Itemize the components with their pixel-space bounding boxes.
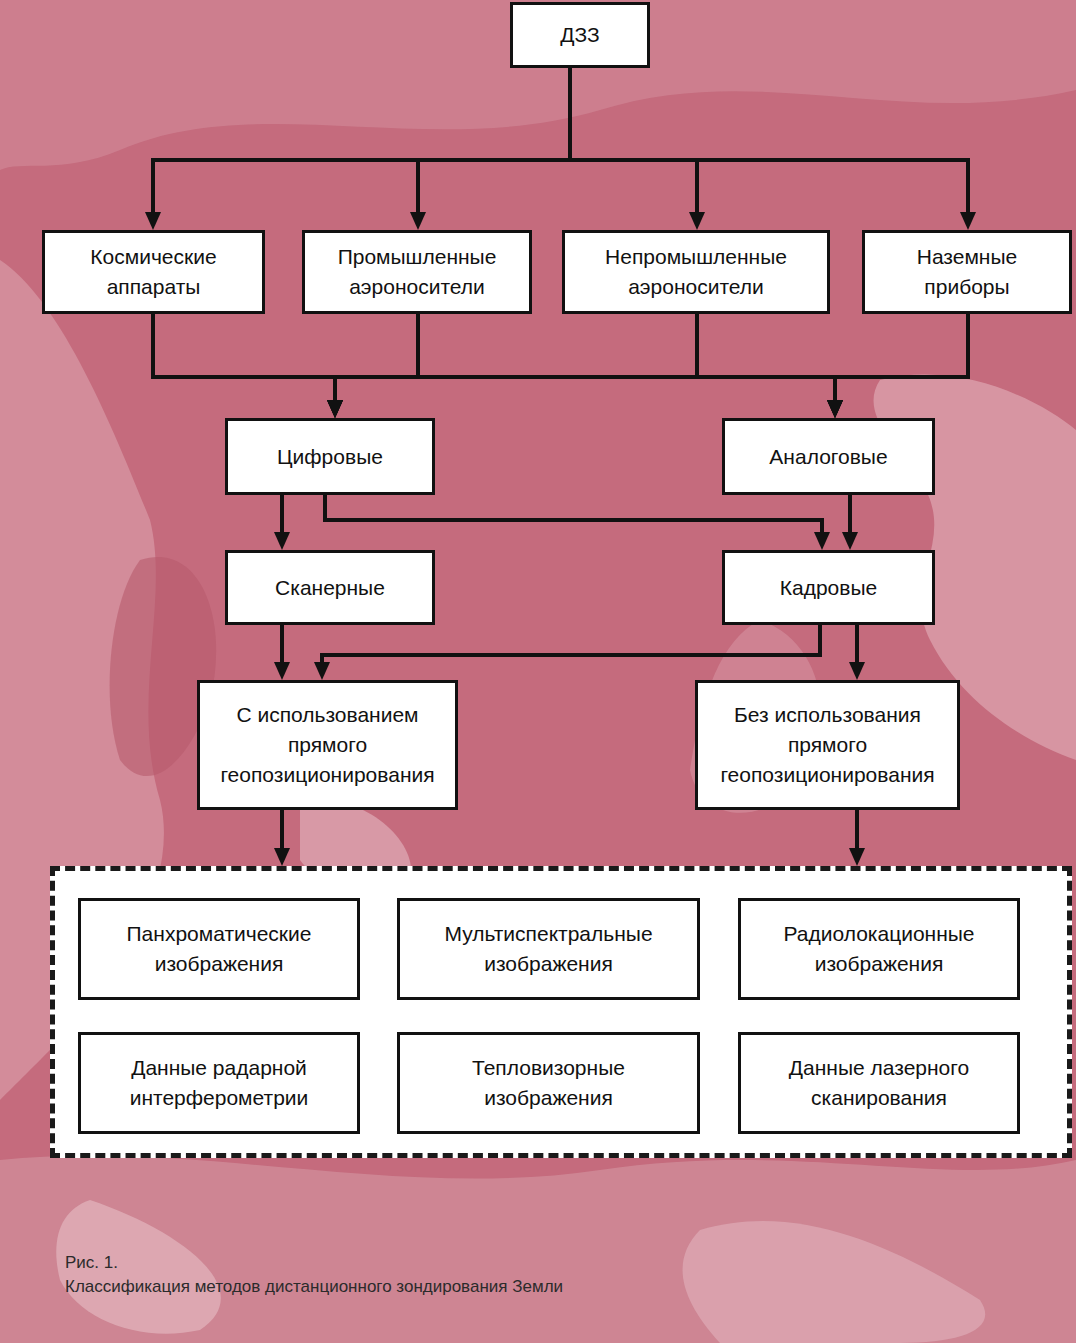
box-label: Аналоговые	[769, 442, 887, 472]
box-label: Непромышленные аэроносители	[577, 242, 815, 302]
class-box: ДЗЗ	[510, 2, 650, 68]
flow-arrow	[848, 495, 852, 542]
class-box: Промышленные аэроносители	[302, 230, 532, 314]
class-box: Данные радарной интерферометрии	[78, 1032, 360, 1134]
box-label: Наземные приборы	[877, 242, 1057, 302]
class-box: С использованием прямого геопозициониров…	[197, 680, 458, 810]
flow-arrow	[153, 314, 335, 410]
box-label: Данные лазерного сканирования	[753, 1053, 1005, 1113]
class-box: Наземные приборы	[862, 230, 1072, 314]
flow-arrow	[153, 314, 835, 410]
box-label: Сканерные	[275, 573, 385, 603]
box-label: Кадровые	[780, 573, 877, 603]
box-label: Мультиспектральные изображения	[412, 919, 685, 979]
class-box: Аналоговые	[722, 418, 935, 495]
flow-arrow	[322, 625, 820, 672]
box-label: С использованием прямого геопозициониров…	[212, 700, 443, 789]
box-label: ДЗЗ	[560, 20, 600, 50]
class-box: Цифровые	[225, 418, 435, 495]
flow-arrow	[280, 810, 284, 858]
flow-arrow	[335, 314, 968, 410]
flow-arrow	[153, 68, 570, 222]
flow-arrow	[325, 495, 822, 542]
flow-arrow	[418, 68, 570, 222]
class-box: Данные лазерного сканирования	[738, 1032, 1020, 1134]
class-box: Кадровые	[722, 550, 935, 625]
flow-arrow	[280, 625, 284, 672]
flow-arrow	[570, 68, 697, 222]
flow-arrow	[697, 314, 835, 410]
box-label: Тепловизорные изображения	[412, 1053, 685, 1113]
class-box: Без использования прямого геопозициониро…	[695, 680, 960, 810]
class-box: Сканерные	[225, 550, 435, 625]
flow-arrow	[835, 314, 968, 410]
class-box: Радиолокационные изображения	[738, 898, 1020, 1000]
flow-arrow	[855, 625, 859, 672]
flow-arrow	[335, 314, 418, 410]
figure-number: Рис. 1.	[65, 1252, 118, 1274]
flow-arrow	[280, 495, 284, 542]
class-box: Космические аппараты	[42, 230, 265, 314]
class-box: Непромышленные аэроносители	[562, 230, 830, 314]
box-label: Данные радарной интерферометрии	[93, 1053, 345, 1113]
class-box: Тепловизорные изображения	[397, 1032, 700, 1134]
flow-arrow	[335, 314, 697, 410]
box-label: Без использования прямого геопозициониро…	[710, 700, 945, 789]
box-label: Промышленные аэроносители	[317, 242, 517, 302]
class-box: Мультиспектральные изображения	[397, 898, 700, 1000]
flow-arrow	[570, 68, 968, 222]
class-box: Панхроматические изображения	[78, 898, 360, 1000]
figure-caption: Классификация методов дистанционного зон…	[65, 1276, 563, 1298]
box-label: Панхроматические изображения	[93, 919, 345, 979]
box-label: Космические аппараты	[57, 242, 250, 302]
box-label: Цифровые	[277, 442, 383, 472]
box-label: Радиолокационные изображения	[753, 919, 1005, 979]
dashed-group-frame: Панхроматические изображения Мультиспектр…	[50, 866, 1072, 1158]
flow-arrow	[855, 810, 859, 858]
flow-arrow	[418, 314, 835, 410]
